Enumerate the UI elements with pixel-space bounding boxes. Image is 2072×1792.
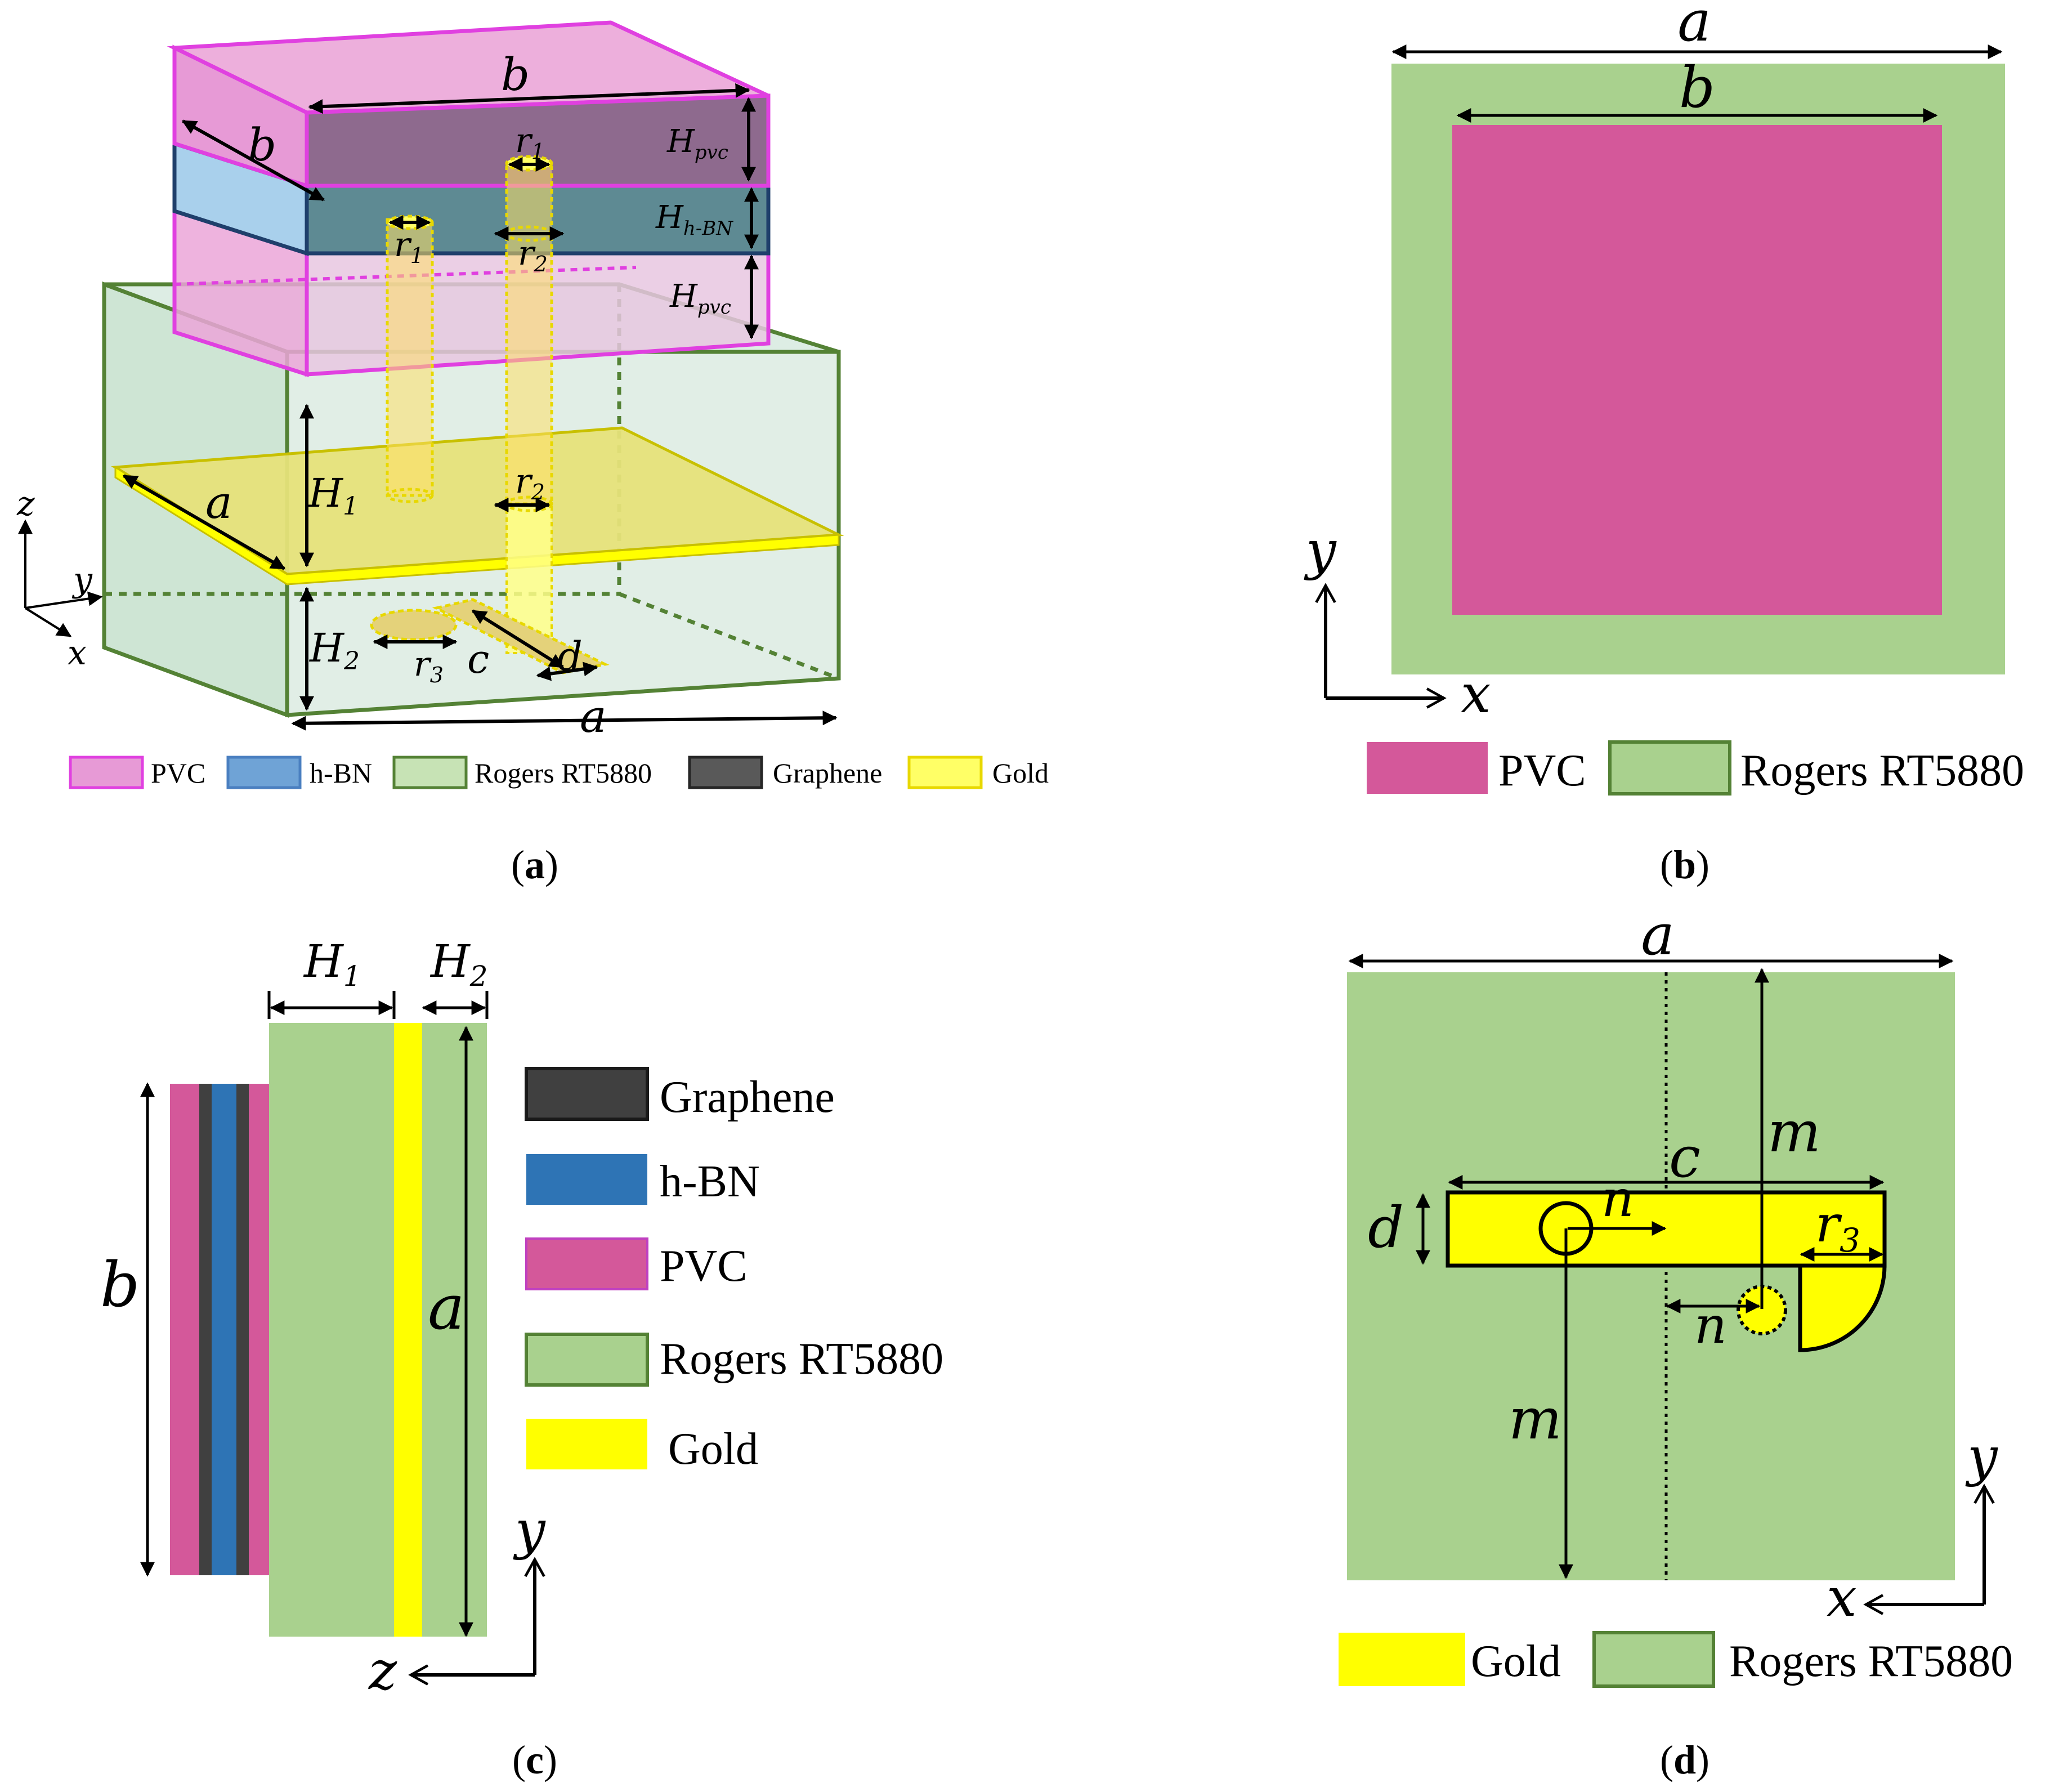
legend-c-label-hbn: h-BN (660, 1157, 760, 1206)
pvc-outer-right (249, 1084, 269, 1575)
legend-a-swatch-hbn (226, 756, 302, 789)
label-b-side: b (248, 119, 276, 171)
label-d-d: d (1368, 1195, 1404, 1261)
label-d: d (557, 633, 583, 680)
panel-c-side-view: H1 H2 b a y z Graphene h-BN PVC Rogers R… (100, 935, 943, 1782)
panel-d-axes (1863, 1483, 1995, 1615)
layer-stack (170, 1023, 487, 1637)
panel-c-axes (408, 1557, 545, 1686)
panel-d-axis-y: y (1965, 1426, 1998, 1488)
caption-b: (b) (1660, 842, 1709, 887)
gold-quarter-disk (1798, 1263, 1887, 1352)
label-c-h2: H2 (429, 935, 488, 993)
legend-a-label-rogers: Rogers RT5880 (475, 757, 652, 789)
caption-d: (d) (1660, 1737, 1709, 1782)
gold-plane-edge (114, 466, 840, 586)
label-d-c: c (1669, 1124, 1700, 1190)
legend-c-label-gold: Gold (668, 1424, 758, 1474)
legend-a-swatch-rogers (392, 756, 468, 789)
label-d-n-low: n (1694, 1296, 1727, 1355)
label-d-a: a (1641, 902, 1675, 968)
legend-c-swatch-pvc (525, 1237, 648, 1290)
legend-a-label-gold: Gold (992, 757, 1049, 789)
pvc-outer-left (170, 1084, 199, 1575)
gold-layer-side (394, 1023, 422, 1637)
legend-a-swatch-pvc (69, 756, 144, 789)
panel-c-legend: Graphene h-BN PVC Rogers RT5880 Gold (525, 1067, 943, 1474)
label-d-n-top: n (1601, 1169, 1634, 1228)
label-d-m-top: m (1767, 1099, 1821, 1165)
label-r2-mid: r2 (518, 234, 548, 276)
graphene-right (236, 1084, 249, 1575)
label-c: c (467, 636, 489, 682)
legend-a-swatch-gold (907, 756, 983, 789)
panel-b-axis-x: x (1461, 663, 1491, 725)
panel-a-axes (18, 519, 103, 637)
legend-b-label-rogers: Rogers RT5880 (1740, 746, 2024, 796)
legend-b-label-pvc: PVC (1498, 746, 1586, 796)
panel-a-legend: PVC h-BN Rogers RT5880 Graphene Gold (69, 756, 1049, 789)
rogers-h2 (422, 1023, 487, 1637)
panel-b-top-view: a b y x PVC Rogers RT5880 (b) (1304, 0, 2024, 887)
panel-d-bottom-view: a m c n d r3 n m y x Gold Rogers RT5880 … (1339, 902, 2013, 1782)
legend-a-label-graphene: Graphene (773, 757, 882, 789)
label-d-r3: r3 (1815, 1195, 1860, 1259)
legend-d-label-gold: Gold (1471, 1637, 1561, 1686)
label-a-side: a (205, 476, 232, 529)
legend-c-swatch-rogers (525, 1333, 649, 1387)
label-c-b: b (100, 1249, 140, 1321)
panel-c-axis-y: y (513, 1499, 546, 1561)
label-a-bottom: a (580, 690, 607, 743)
axis-x-label: x (68, 633, 87, 673)
graphene-left (199, 1084, 212, 1575)
label-c-a: a (428, 1271, 465, 1343)
legend-b-swatch-pvc (1367, 742, 1488, 794)
legend-d-swatch-gold (1339, 1633, 1465, 1686)
panel-d-axis-x: x (1827, 1567, 1857, 1629)
pvc-square-top (1452, 125, 1942, 615)
legend-a-label-hbn: h-BN (310, 757, 372, 789)
axis-y-label: y (71, 560, 93, 600)
rogers-h1 (269, 1023, 394, 1637)
legend-c-label-rogers: Rogers RT5880 (660, 1334, 943, 1384)
legend-c-swatch-hbn (526, 1154, 647, 1205)
panel-a-3d-view: b b r1 Hpvc r1 r2 Hh-BN Hpvc H1 a r2 H2 … (16, 20, 1049, 887)
legend-c-label-graphene: Graphene (660, 1072, 835, 1122)
caption-a: (a) (511, 842, 558, 887)
panel-b-axes (1315, 583, 1447, 709)
panel-a-dimension-lines (122, 83, 838, 731)
legend-c-swatch-graphene (525, 1067, 649, 1121)
label-b-top: b (501, 48, 530, 101)
legend-a-swatch-graphene (688, 756, 763, 789)
legend-b-swatch-rogers (1608, 740, 1731, 796)
legend-c-label-pvc: PVC (660, 1241, 748, 1291)
legend-c-swatch-gold (526, 1419, 647, 1469)
legend-d-label-rogers: Rogers RT5880 (1729, 1637, 2013, 1686)
caption-c: (c) (512, 1737, 557, 1782)
label-c-h1: H1 (303, 935, 361, 993)
axis-z-label: z (16, 484, 35, 524)
panel-c-axis-z: z (368, 1640, 397, 1702)
legend-a-label-pvc: PVC (151, 757, 205, 789)
hbn-layer-side (212, 1084, 236, 1575)
panel-c-dimension-lines (140, 991, 489, 1637)
panel-b-axis-y: y (1304, 520, 1337, 582)
gold-via-r2 (505, 155, 553, 512)
legend-d-swatch-rogers (1592, 1631, 1715, 1688)
label-b-b: b (1679, 55, 1715, 120)
label-d-m-low: m (1509, 1386, 1562, 1452)
panel-d-dimension-lines (1348, 954, 1954, 1579)
label-b-a: a (1677, 0, 1711, 54)
